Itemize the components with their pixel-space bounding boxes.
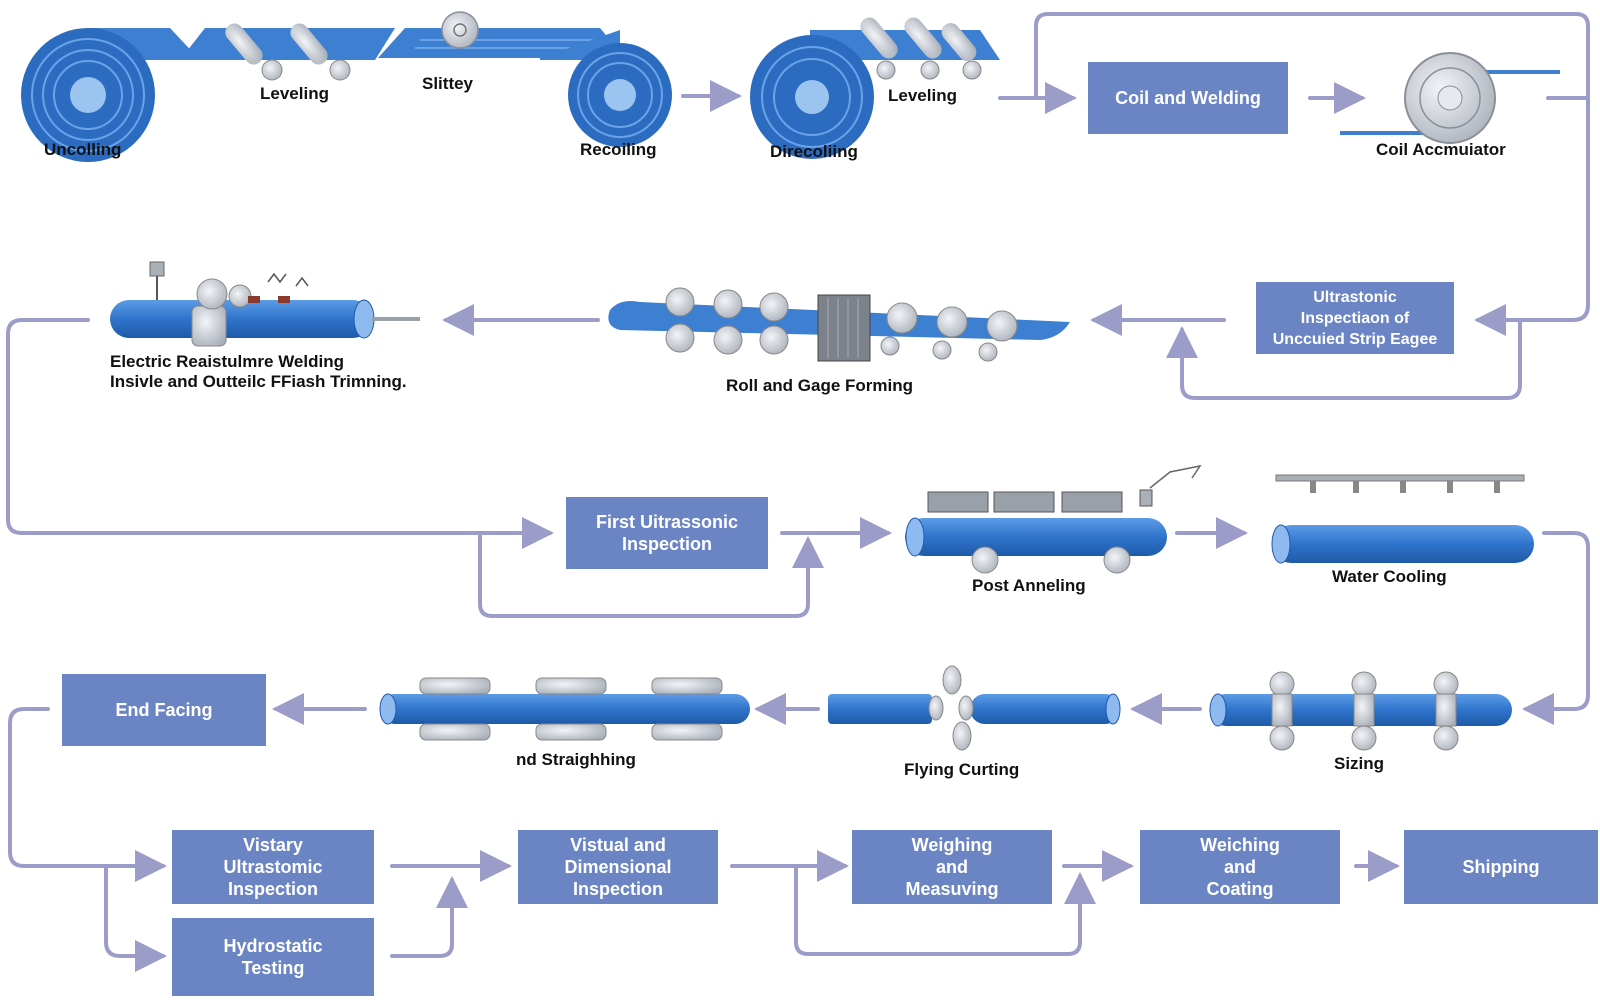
label-flying-cutting: Flying Curting — [904, 760, 1020, 779]
label-leveling-2: Leveling — [888, 86, 957, 105]
leveling-2-machine — [860, 17, 982, 80]
box-weighing-measuring-text: Weighing and Measuving — [905, 835, 999, 899]
label-sizing: Sizing — [1334, 754, 1385, 773]
straightening-machine — [379, 677, 750, 741]
box-weighing-measuring: Weighing and Measuving — [852, 830, 1052, 904]
box-vistary-ultrasonic-text: Vistary Ultrastomic Inspection — [223, 835, 323, 899]
box-visual-dimensional-text: Vistual and Dimensional Inspection — [564, 835, 672, 899]
line-erw-down — [6, 318, 554, 549]
flying-cutting-machine — [828, 665, 1121, 751]
box-end-facing-text: End Facing — [115, 700, 213, 720]
label-erw-line2: Insivle and Outteilc FFiash Trimning. — [110, 372, 407, 391]
box-ultrasonic-strip-text: Ultrastonic Inspectiaon of Unccuied Stri… — [1272, 288, 1438, 348]
line-water-to-sizing — [1522, 531, 1590, 725]
label-coil-accumulator: Coil Accmuiator — [1376, 140, 1506, 159]
label-slitting: Slittey — [422, 74, 474, 93]
box-coil-welding: Coil and Welding — [1088, 62, 1288, 134]
label-roll-gage-forming: Roll and Gage Forming — [726, 376, 914, 395]
loop-leveling-to-accumulator — [1034, 12, 1590, 102]
loop-first-ultrasonic — [478, 531, 824, 618]
box-hydrostatic-text: Hydrostatic Testing — [223, 936, 323, 978]
label-post-annealing: Post Anneling — [972, 576, 1086, 595]
box-coil-welding-text: Coil and Welding — [1115, 88, 1261, 108]
box-first-ultrasonic: First Uitrassonic Inspection — [566, 497, 768, 569]
box-shipping: Shipping — [1404, 830, 1598, 904]
coil-accumulator — [1340, 52, 1560, 144]
arrow-hydro-to-visual — [390, 876, 468, 958]
box-ultrasonic-strip: Ultrastonic Inspectiaon of Unccuied Stri… — [1256, 282, 1454, 354]
uncoiling-coil — [21, 28, 200, 162]
label-uncoiling: Uncolling — [44, 140, 122, 159]
box-visual-dimensional: Vistual and Dimensional Inspection — [518, 830, 718, 904]
arrow-to-ultrasonic-strip — [1474, 98, 1590, 336]
box-end-facing: End Facing — [62, 674, 266, 746]
erw-welding-pipe — [110, 261, 420, 347]
box-weighing-coating: Weiching and Coating — [1140, 830, 1340, 904]
arrow-to-hydrostatic — [104, 864, 167, 972]
label-erw-line1: Electric Reaistulmre Welding — [110, 352, 344, 371]
post-annealing-machine — [905, 464, 1202, 574]
label-decoiling: Direcoliing — [770, 142, 858, 161]
loop-ultrasonic-strip — [1166, 318, 1522, 400]
label-straightening: nd Straighhing — [516, 750, 636, 769]
box-vistary-ultrasonic: Vistary Ultrastomic Inspection — [172, 830, 374, 904]
line-end-facing-down — [8, 707, 167, 882]
box-weighing-coating-text: Weiching and Coating — [1200, 835, 1280, 899]
water-cooling-machine — [1271, 474, 1534, 564]
label-leveling-1: Leveling — [260, 84, 329, 103]
box-first-ultrasonic-text: First Uitrassonic Inspection — [595, 512, 739, 554]
loop-weighing-measuring — [794, 864, 1096, 956]
roll-forming-machine — [608, 287, 1070, 362]
sizing-machine — [1209, 671, 1512, 751]
box-shipping-text: Shipping — [1462, 857, 1540, 877]
leveling-1-machine — [180, 23, 395, 81]
label-recoiling: Recoiling — [580, 140, 657, 159]
label-water-cooling: Water Cooling — [1332, 567, 1447, 586]
recoiling-coil — [540, 30, 672, 147]
box-hydrostatic: Hydrostatic Testing — [172, 918, 374, 996]
